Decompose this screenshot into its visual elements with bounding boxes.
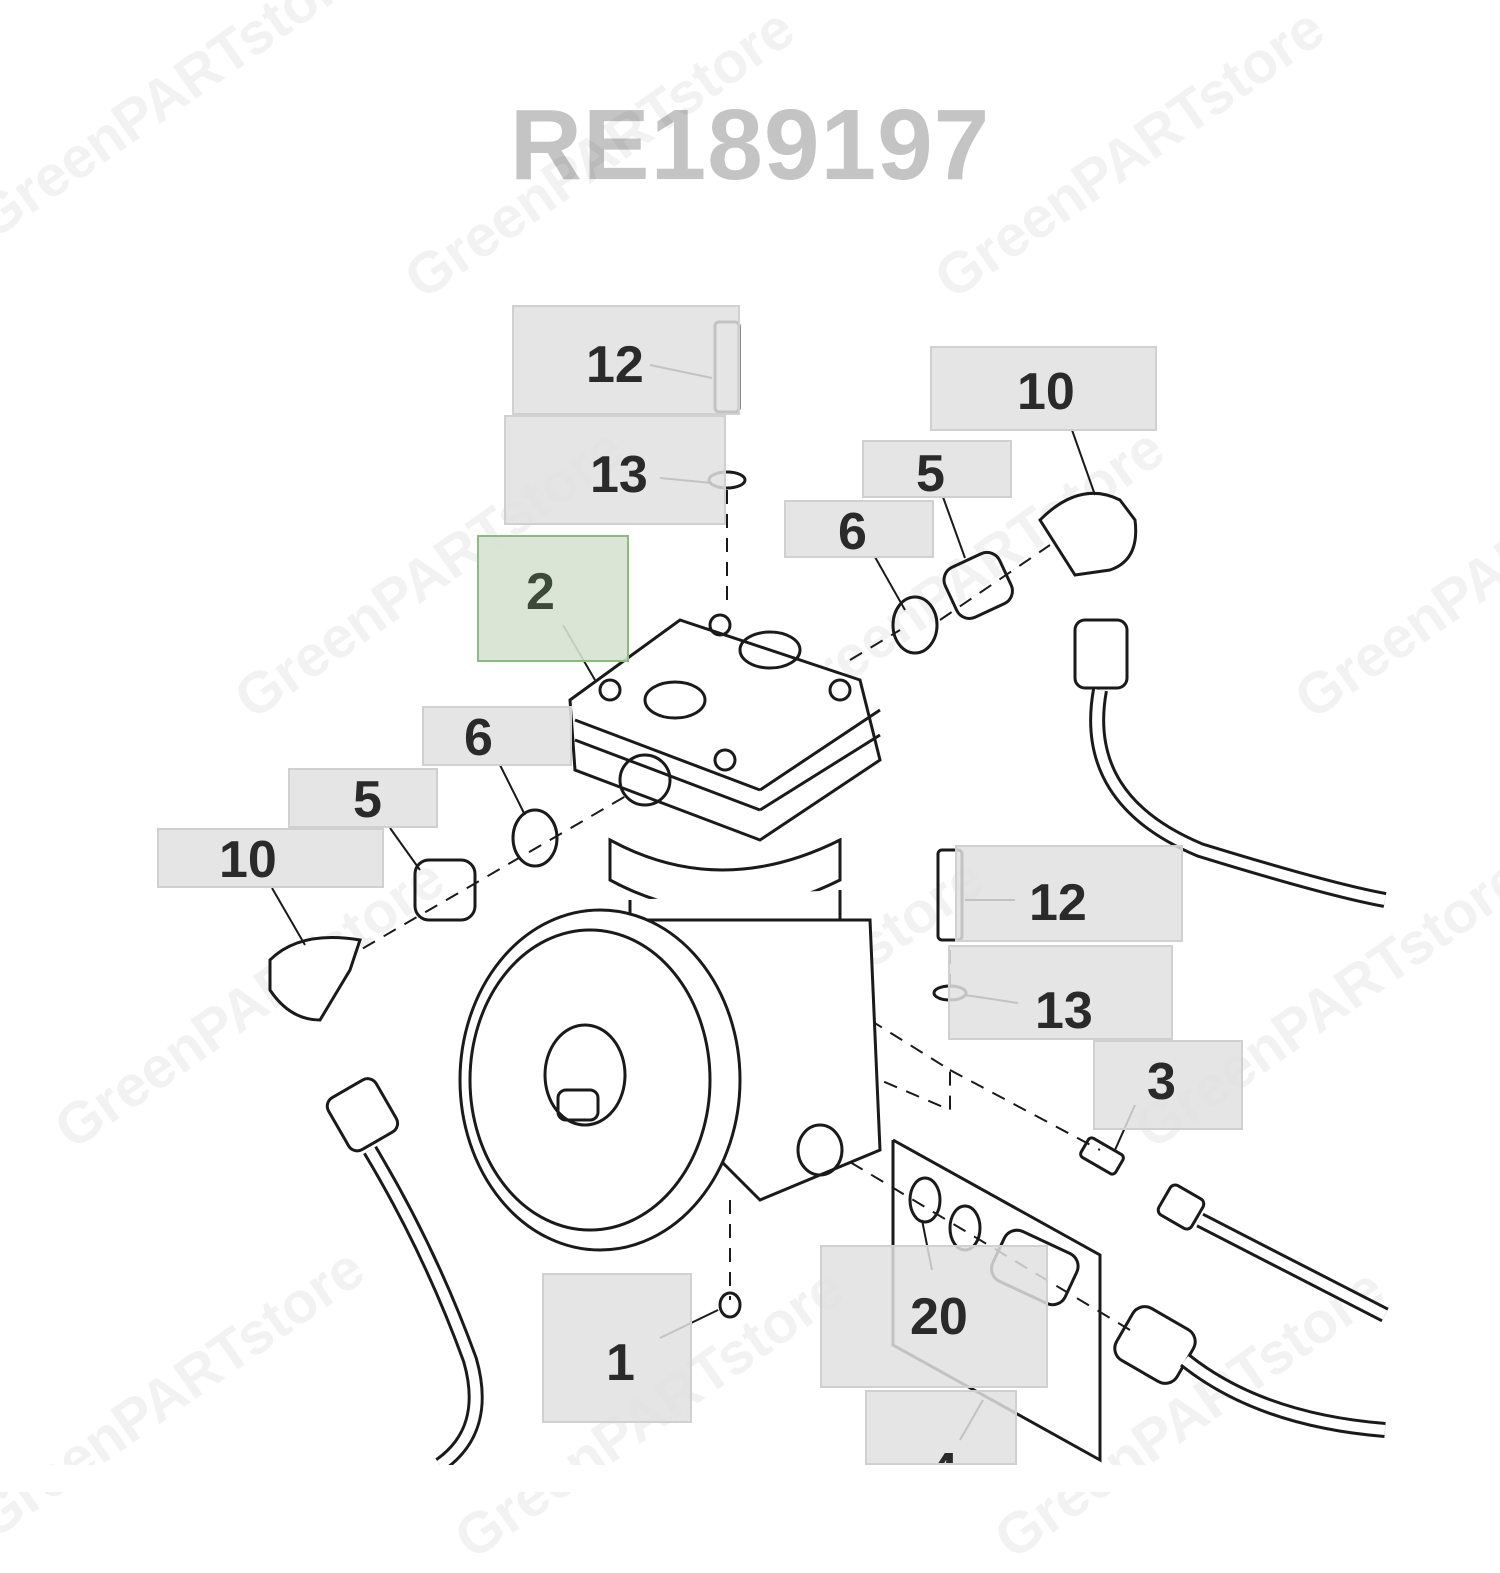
callout-12-right[interactable]: 12	[955, 845, 1183, 942]
callout-10-left[interactable]: 10	[157, 828, 384, 889]
callout-label: 12	[586, 336, 644, 394]
callout-1[interactable]: 1	[542, 1273, 692, 1423]
callout-6-right[interactable]: 6	[784, 500, 934, 561]
callout-2-selected[interactable]: 2	[477, 535, 629, 662]
callout-label: 13	[1035, 982, 1093, 1040]
exploded-parts-drawing	[268, 320, 1389, 1472]
fittings-left	[268, 808, 559, 1472]
callout-label: 5	[916, 445, 945, 503]
callout-label: 6	[838, 503, 867, 561]
callout-6-left[interactable]: 6	[422, 706, 572, 767]
fitting-3	[1079, 1136, 1389, 1323]
callout-20[interactable]: 20	[820, 1245, 1048, 1388]
part-number-title: RE189197	[509, 89, 991, 201]
plug-1	[718, 1291, 742, 1319]
callout-13-right[interactable]: 13	[948, 945, 1173, 1040]
callout-label: 12	[1029, 874, 1087, 932]
pulley	[458, 908, 742, 1252]
callout-label: 10	[219, 831, 277, 889]
callout-label: 3	[1147, 1053, 1176, 1111]
callout-4[interactable]: 4	[865, 1390, 1017, 1465]
callout-10-right[interactable]: 10	[930, 346, 1157, 431]
cylinder-head-2	[568, 613, 882, 842]
callout-3[interactable]: 3	[1093, 1040, 1243, 1130]
callout-5-left[interactable]: 5	[288, 768, 438, 829]
callout-label: 4	[929, 1442, 958, 1463]
callout-label: 13	[590, 446, 648, 504]
callout-label: 1	[606, 1334, 635, 1392]
callout-label: 6	[464, 709, 493, 767]
callout-label: 20	[910, 1288, 968, 1346]
callout-5-right[interactable]: 5	[862, 440, 1012, 503]
fittings-top-right	[891, 491, 1387, 908]
callout-label: 2	[526, 563, 555, 621]
callout-13-top[interactable]: 13	[504, 415, 726, 525]
callout-label: 5	[353, 771, 382, 829]
callout-12-top[interactable]: 12	[512, 305, 740, 415]
callout-label: 10	[1017, 363, 1075, 421]
